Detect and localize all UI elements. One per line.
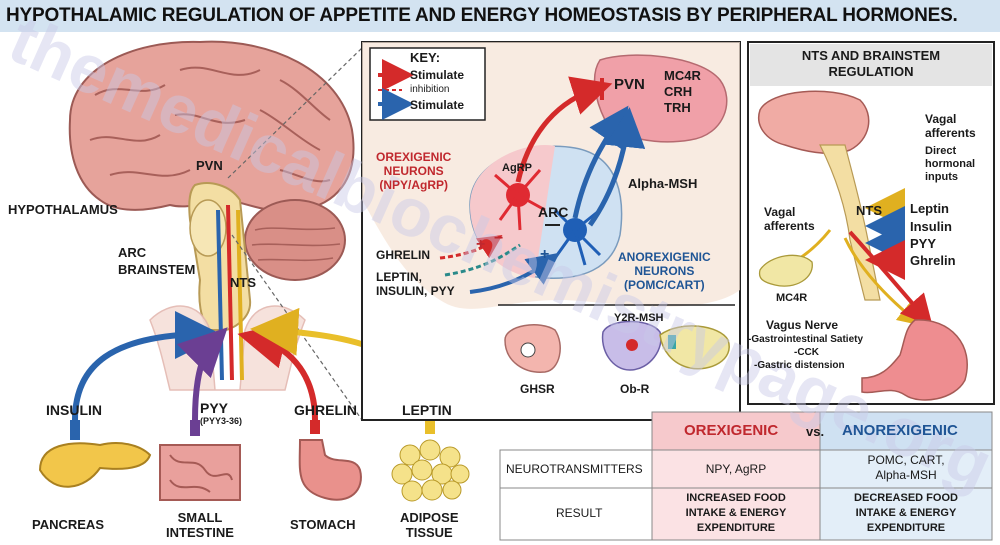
organ-stomach: STOMACH [290,517,356,532]
y2r-msh-label: Y2R-MSH [614,312,664,324]
center-leptin-insulin-pyy: LEPTIN, INSULIN, PYY [376,270,455,298]
key-title: KEY: [410,50,441,65]
hormone-pyy-sub: (PYY3-36) [200,416,243,426]
center-pvn-targets: MC4R CRH TRH [664,68,701,115]
key-stimulate-red: Stimulate [410,68,465,82]
organ-adipose-tissue: ADIPOSE TISSUE [400,510,459,540]
vagus-nerve-label: Vagus Nerve [766,318,839,332]
comparison-table-bg [499,411,993,541]
nts-input-pyy: PYY [910,236,937,251]
center-pvn: PVN [614,76,645,93]
ghsr-label: GHSR [520,382,555,396]
vagal-afferents-left: Vagal afferents [764,205,815,233]
key-stimulate-blue: Stimulate [410,98,465,112]
agrp-label: AgRP [502,162,532,174]
anorexigenic-neurons-label: ANOREXIGENIC NEURONS (POMC/CART) [618,250,711,292]
nts-panel-title: NTS AND BRAINSTEM REGULATION [801,48,941,79]
table-header-vs: vs. [806,424,825,439]
arc-label: ARC [538,204,569,220]
plus-sign-anorexigenic: + [540,246,550,263]
table-header-anorexigenic: ANOREXIGENIC [842,422,958,439]
intestine-illustration [159,420,241,501]
minus-sign: − [494,230,504,247]
center-ghrelin: GHRELIN [376,248,430,262]
title-bar [0,0,1000,32]
brain-label-pvn: PVN [196,158,223,173]
brain-label-nts: NTS [230,275,256,290]
table-cell-anorexigenic-neurotransmitters: POMC, CART, Alpha-MSH [867,453,945,482]
organ-small-intestine: SMALL INTESTINE [166,510,234,540]
organ-pancreas: PANCREAS [32,517,104,532]
pancreas-illustration [38,420,152,488]
page-title: HYPOTHALAMIC REGULATION OF APPETITE AND … [6,5,958,26]
table-row-label-result: RESULT [556,506,603,520]
plus-sign-ghrelin: + [476,236,486,253]
vagus-item-cck: -CCK [794,347,819,358]
nts-input-leptin: Leptin [910,201,949,216]
obr-label: Ob-R [620,382,650,396]
key-inhibition: inhibition [410,84,450,95]
table-cell-anorexigenic-result: DECREASED FOOD INTAKE & ENERGY EXPENDITU… [854,492,958,534]
table-cell-orexigenic-result: INCREASED FOOD INTAKE & ENERGY EXPENDITU… [685,492,787,534]
insulin-arrow [72,311,223,421]
center-panel [361,41,741,421]
vagal-afferents-top: Vagal afferents [925,112,976,140]
table-header-orexigenic: OREXIGENIC [684,422,779,439]
direct-hormonal-inputs: Direct hormonal inputs [925,145,976,183]
hormone-pyy: PYY [200,400,229,416]
mc4r-label: MC4R [776,292,808,304]
brain-label-brainstem: BRAINSTEM [118,262,196,277]
hormone-ghrelin: GHRELIN [294,402,357,418]
nts-panel [747,41,995,405]
vagus-item-distension: -Gastric distension [754,360,845,371]
table-cell-orexigenic-neurotransmitters: NPY, AgRP [705,462,767,476]
pyy-arrow [176,327,228,421]
hormone-insulin: INSULIN [46,402,102,418]
hormone-leptin: LEPTIN [402,402,452,418]
brain-label-hypothalamus: HYPOTHALAMUS [8,202,118,217]
stomach-illustration [298,420,362,501]
nts-input-insulin: Insulin [910,219,952,234]
nts-label: NTS [856,203,882,218]
table-row-label-neurotransmitters: NEUROTRANSMITTERS [506,462,643,476]
nts-input-ghrelin: Ghrelin [910,253,956,268]
brain-label-arc: ARC [118,245,147,260]
orexigenic-neurons-label: OREXIGENIC NEURONS (NPY/AgRP) [376,150,452,192]
adipose-illustration [391,420,470,502]
vagus-item-satiety: -Gastrointestinal Satiety [748,334,864,345]
alpha-msh-label: Alpha-MSH [628,176,698,191]
